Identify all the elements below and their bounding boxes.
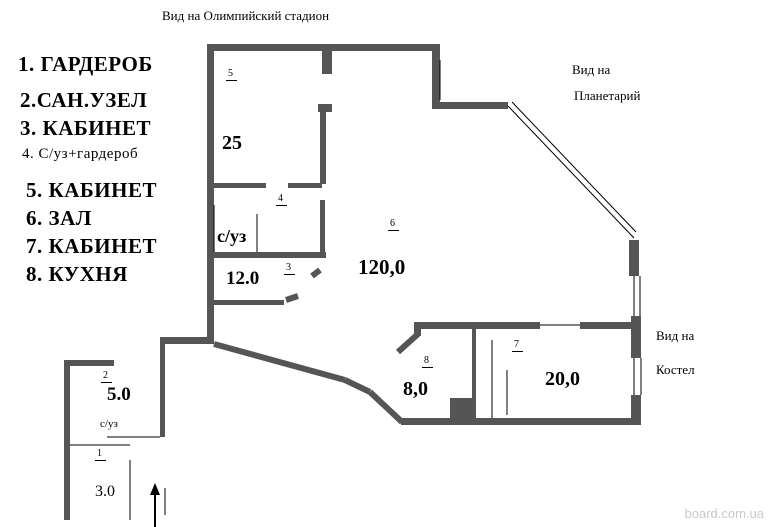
room-7-area: 20,0 (545, 368, 580, 390)
legend-item-2: 2.САН.УЗЕЛ (20, 88, 148, 112)
room-1-area: 3.0 (95, 483, 115, 500)
room-3-area: 12.0 (226, 268, 260, 289)
legend-item-4: 4. С/уз+гардероб (22, 146, 139, 162)
view-church-label-top: Вид на (656, 328, 695, 343)
legend-item-3: 3. КАБИНЕТ (20, 116, 151, 140)
angled-walls (213, 267, 421, 425)
legend-item-5: 5. КАБИНЕТ (26, 178, 157, 202)
room-number-3: 3 (284, 262, 295, 275)
room-number-8: 8 (422, 355, 433, 368)
room-2-area: 5.0 (107, 384, 131, 405)
room-2-label: с/уз (100, 418, 118, 430)
room-number-5: 5 (226, 68, 237, 81)
legend-item-1: 1. ГАРДЕРОБ (18, 52, 153, 76)
view-stadium-label: Вид на Олимпийский стадион (162, 8, 330, 23)
view-planetarium-label-bottom: Планетарий (574, 88, 641, 103)
room-number-6: 6 (388, 218, 399, 231)
legend-item-7: 7. КАБИНЕТ (26, 234, 157, 258)
walls (64, 44, 641, 520)
room-8-area: 8,0 (403, 378, 428, 400)
room-number-2: 2 (101, 370, 112, 383)
room-number-1: 1 (95, 448, 106, 461)
watermark: board.com.ua (684, 506, 765, 521)
legend-item-6: 6. ЗАЛ (26, 206, 92, 230)
room-number-7: 7 (512, 339, 523, 352)
view-planetarium-label-top: Вид на (572, 62, 611, 77)
room-4-label: с/уз (217, 226, 247, 246)
room-5-area: 25 (222, 132, 242, 154)
room-number-4: 4 (276, 193, 287, 206)
entrance-arrow (150, 483, 160, 527)
legend-item-8: 8. КУХНЯ (26, 262, 128, 286)
thin-lines (70, 60, 642, 520)
room-6-area: 120,0 (358, 255, 406, 279)
view-church-label-bottom: Костел (656, 362, 695, 377)
